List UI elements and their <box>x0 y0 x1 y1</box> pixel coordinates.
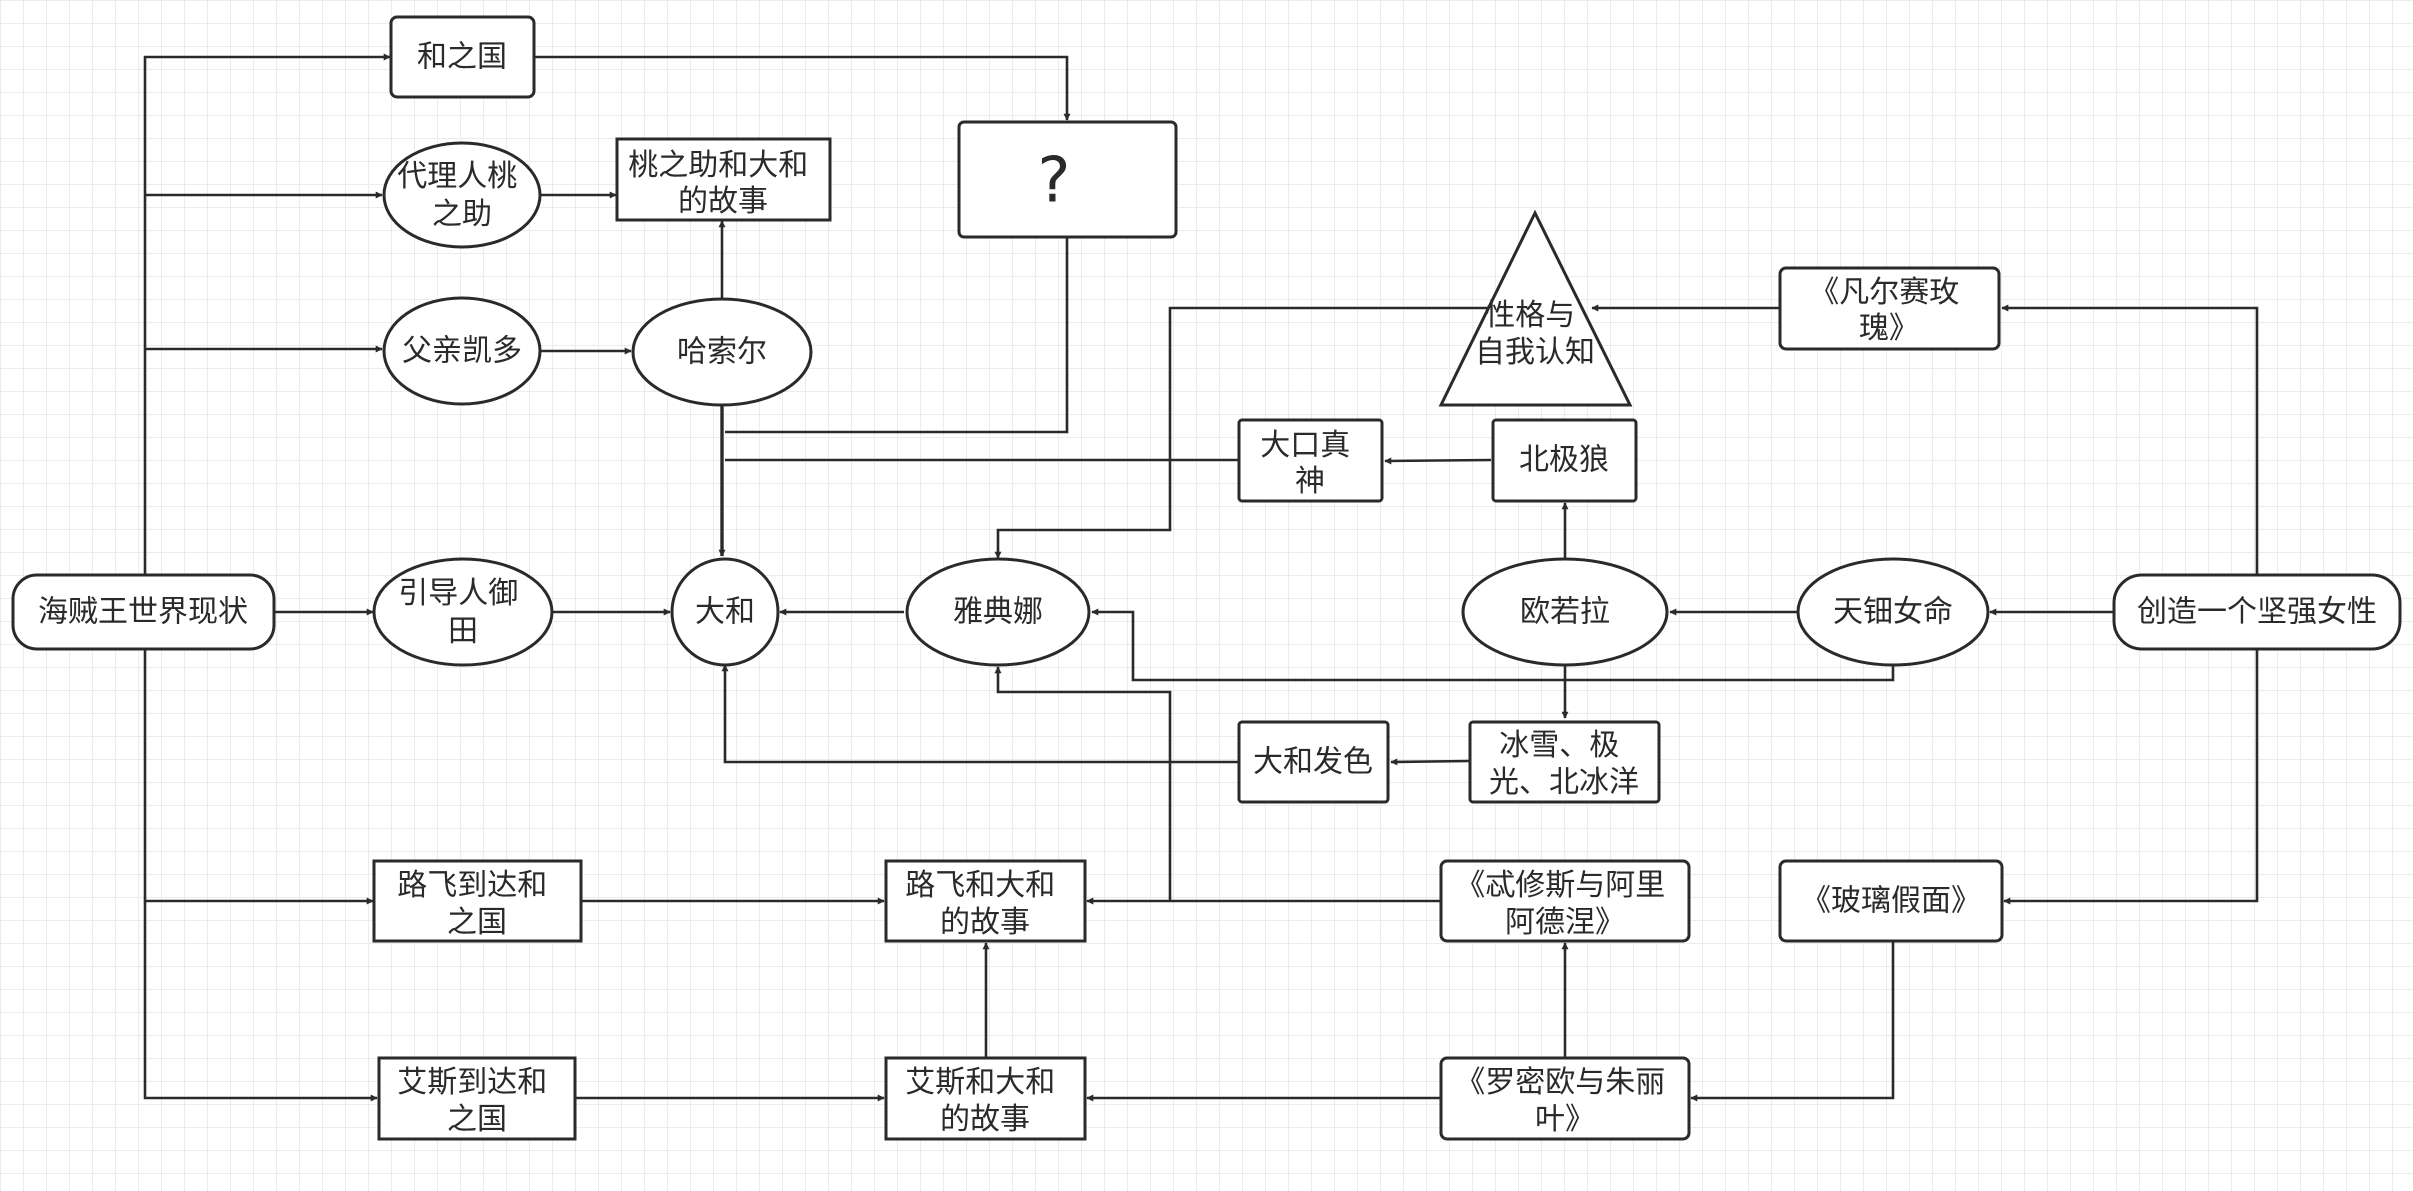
node-lufei-story[interactable]: 路飞和大和 的故事 <box>884 859 1087 943</box>
edge-haizeiwang-lufei-daoda <box>143 649 374 905</box>
node-unknown-label: ? <box>1038 144 1071 217</box>
edge-tiannvming-yadianna <box>1091 608 1895 682</box>
node-lufei-story-label: 路飞和大和 的故事 <box>905 868 1065 940</box>
node-xingge-label: 性格与 自我认知 <box>1475 298 1595 370</box>
node-xingge[interactable]: 性格与 自我认知 <box>1438 209 1633 407</box>
node-dahe[interactable]: 大和 <box>670 557 780 667</box>
node-lufei-daoda[interactable]: 路飞到达和 之国 <box>372 859 583 943</box>
node-taozhizhu-story-label: 桃之助和大和 的故事 <box>628 148 818 219</box>
edge-unknown-dahe <box>725 238 1069 434</box>
edge-beijilang-dakou <box>1384 457 1492 465</box>
node-luomiou[interactable]: 《罗密欧与朱丽 叶》 <box>1439 1056 1691 1141</box>
node-hasuoer[interactable]: 哈索尔 <box>631 297 813 407</box>
node-fanersai-label: 《凡尔赛玫 瑰》 <box>1809 275 1969 346</box>
node-bingxue-label: 冰雪、极 光、北冰洋 <box>1489 728 1639 800</box>
node-fuqin-kaiduo-label: 父亲凯多 <box>402 334 522 369</box>
edge-bingxue-dahefase <box>1390 758 1470 766</box>
node-aisi-daoda-label: 艾斯到达和 之国 <box>397 1065 557 1137</box>
edge-boli-luomiou <box>1690 941 1895 1102</box>
node-beijilang-label: 北极狼 <box>1519 443 1609 478</box>
node-tiannvming-label: 天钿女命 <box>1833 595 1953 630</box>
node-yindaoren[interactable]: 引导人御 田 <box>372 557 554 667</box>
node-dahe-label: 大和 <box>695 595 755 630</box>
node-dahe-fase[interactable]: 大和发色 <box>1237 720 1390 804</box>
node-dakou-zhenshen-label: 大口真 神 <box>1260 428 1360 499</box>
node-bingxue[interactable]: 冰雪、极 光、北冰洋 <box>1468 720 1661 804</box>
node-chuangzao-label: 创造一个坚强女性 <box>2137 595 2377 630</box>
node-beijilang[interactable]: 北极狼 <box>1491 418 1638 503</box>
node-dakou-zhenshen[interactable]: 大口真 神 <box>1237 418 1384 503</box>
edge-hezhiguo-unknown <box>535 55 1071 121</box>
node-yindaoren-label: 引导人御 田 <box>398 576 528 649</box>
node-dahe-fase-label: 大和发色 <box>1253 745 1373 780</box>
edge-haizeiwang-aisi-daoda <box>143 901 378 1102</box>
connectors <box>143 53 2259 1102</box>
edge-haizeiwang-hezhiguo <box>143 53 391 575</box>
node-daili-taozhizhu[interactable]: 代理人桃 之助 <box>382 141 542 249</box>
node-hezhiguo[interactable]: 和之国 <box>389 15 536 99</box>
node-aisi-story[interactable]: 艾斯和大和 的故事 <box>884 1056 1087 1141</box>
node-hezhiguo-label: 和之国 <box>417 40 507 75</box>
node-fanersai[interactable]: 《凡尔赛玫 瑰》 <box>1778 266 2001 351</box>
node-taxiusi-label: 《忒修斯与阿里 阿德涅》 <box>1455 868 1675 940</box>
node-lufei-daoda-label: 路飞到达和 之国 <box>397 868 557 940</box>
node-bolijiamian-label: 《玻璃假面》 <box>1801 884 1981 919</box>
node-daili-taozhizhu-label: 代理人桃 之助 <box>397 159 527 232</box>
edge-chuangzao-boli <box>2003 649 2259 905</box>
node-taxiusi[interactable]: 《忒修斯与阿里 阿德涅》 <box>1439 859 1691 943</box>
edge-dahefase-dahe <box>721 664 1238 764</box>
edge-chuangzao-fanersai <box>2001 304 2259 575</box>
node-yadianna-label: 雅典娜 <box>953 595 1043 630</box>
node-unknown[interactable]: ? <box>957 120 1178 239</box>
node-ouruola[interactable]: 欧若拉 <box>1461 557 1669 667</box>
node-ouruola-label: 欧若拉 <box>1520 595 1610 630</box>
node-bolijiamian[interactable]: 《玻璃假面》 <box>1778 859 2004 943</box>
node-fuqin-kaiduo[interactable]: 父亲凯多 <box>382 296 542 406</box>
node-luomiou-label: 《罗密欧与朱丽 叶》 <box>1455 1065 1675 1137</box>
node-haizeiwang[interactable]: 海贼王世界现状 <box>11 573 276 651</box>
node-haizeiwang-label: 海贼王世界现状 <box>38 595 248 630</box>
node-aisi-daoda[interactable]: 艾斯到达和 之国 <box>377 1056 577 1141</box>
node-tiannvming[interactable]: 天钿女命 <box>1796 557 1990 667</box>
node-yadianna[interactable]: 雅典娜 <box>905 557 1091 667</box>
node-aisi-story-label: 艾斯和大和 的故事 <box>905 1065 1065 1137</box>
edge-xingge-yadianna <box>994 306 1488 559</box>
node-hasuoer-label: 哈索尔 <box>677 335 767 370</box>
node-taozhizhu-story[interactable]: 桃之助和大和 的故事 <box>615 137 832 222</box>
node-chuangzao[interactable]: 创造一个坚强女性 <box>2112 573 2402 651</box>
edge-taxiusi-yadianna <box>994 666 1172 901</box>
